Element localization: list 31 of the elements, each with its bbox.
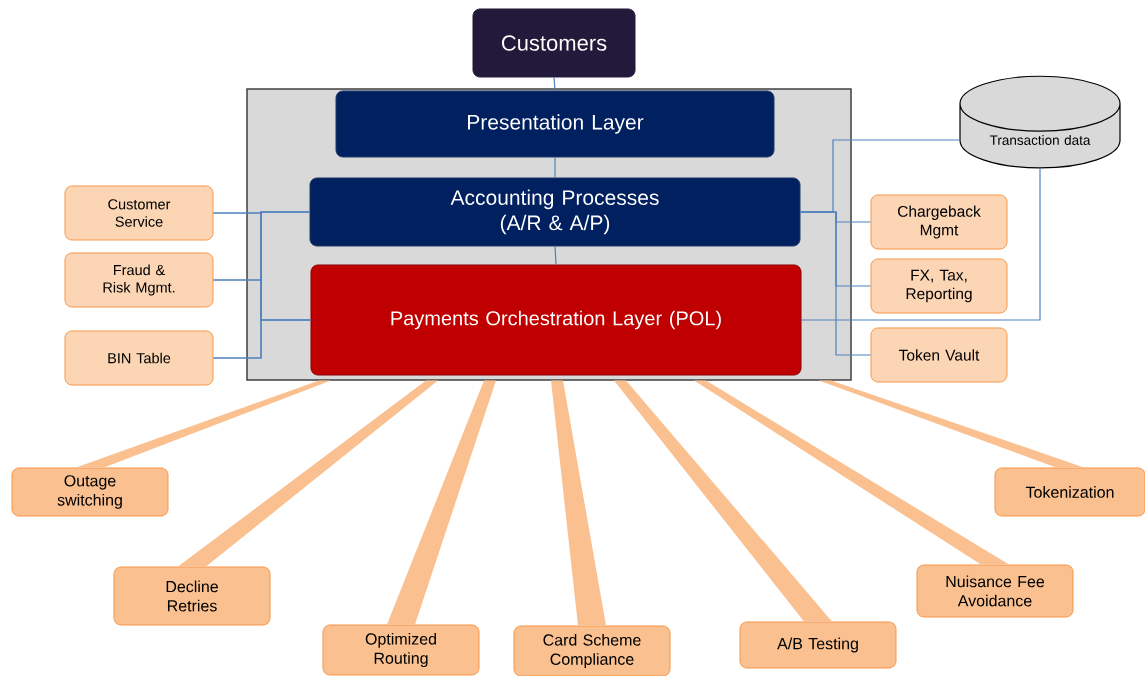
feature-box: A/B Testing — [739, 621, 897, 669]
layer-box: Presentation Layer — [335, 90, 775, 158]
connector-line — [799, 211, 872, 356]
connector-line — [553, 76, 556, 92]
feature-box: Optimized Routing — [322, 624, 480, 676]
connector-line — [554, 156, 556, 179]
component-box: Fraud & Risk Mgmt. — [64, 252, 214, 308]
feature-box: Decline Retries — [113, 566, 271, 626]
component-box: Token Vault — [870, 327, 1008, 383]
layer-box: Accounting Processes (A/R & A/P) — [309, 177, 801, 247]
layer-box: Payments Orchestration Layer (POL) — [310, 264, 802, 376]
component-box: BIN Table — [64, 330, 214, 386]
light-beam — [614, 380, 832, 622]
light-beam — [819, 380, 1084, 468]
component-box: FX, Tax, Reporting — [870, 258, 1008, 314]
light-beam — [387, 380, 496, 625]
light-beam — [551, 380, 606, 626]
light-beam — [178, 380, 438, 567]
feature-box: Card Scheme Compliance — [513, 625, 671, 676]
connector-line — [212, 319, 312, 359]
customer-box: Customers — [472, 8, 636, 78]
feature-box: Outage switching — [11, 467, 169, 517]
component-box: Customer Service — [64, 185, 214, 241]
light-beam — [76, 380, 331, 468]
feature-box: Tokenization — [994, 467, 1145, 517]
feature-box: Nuisance Fee Avoidance — [916, 564, 1074, 618]
component-box: Chargeback Mgmt — [870, 194, 1008, 250]
database-cylinder: Transaction data — [959, 75, 1121, 169]
connector-line — [554, 245, 557, 266]
connector-line — [800, 167, 1041, 321]
light-beam — [694, 380, 1009, 565]
